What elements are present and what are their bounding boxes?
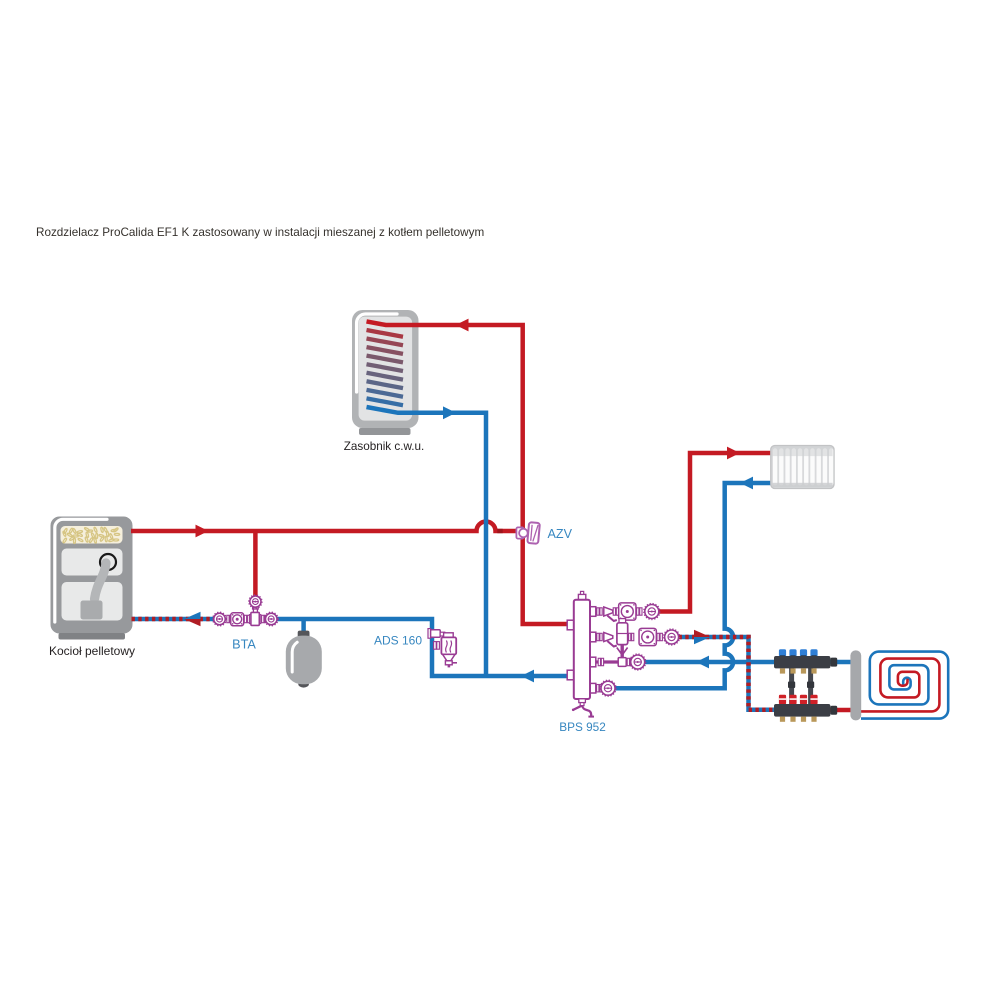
svg-text:Kocioł pelletowy: Kocioł pelletowy (49, 644, 135, 658)
svg-text:BPS 952: BPS 952 (559, 720, 606, 734)
svg-text:Zasobnik c.w.u.: Zasobnik c.w.u. (344, 440, 425, 453)
svg-text:BTA: BTA (232, 638, 256, 652)
svg-text:ADS 160: ADS 160 (374, 634, 422, 648)
svg-text:AZV: AZV (548, 527, 573, 541)
svg-text:Rozdzielacz ProCalida EF1 K za: Rozdzielacz ProCalida EF1 K zastosowany … (36, 226, 484, 239)
